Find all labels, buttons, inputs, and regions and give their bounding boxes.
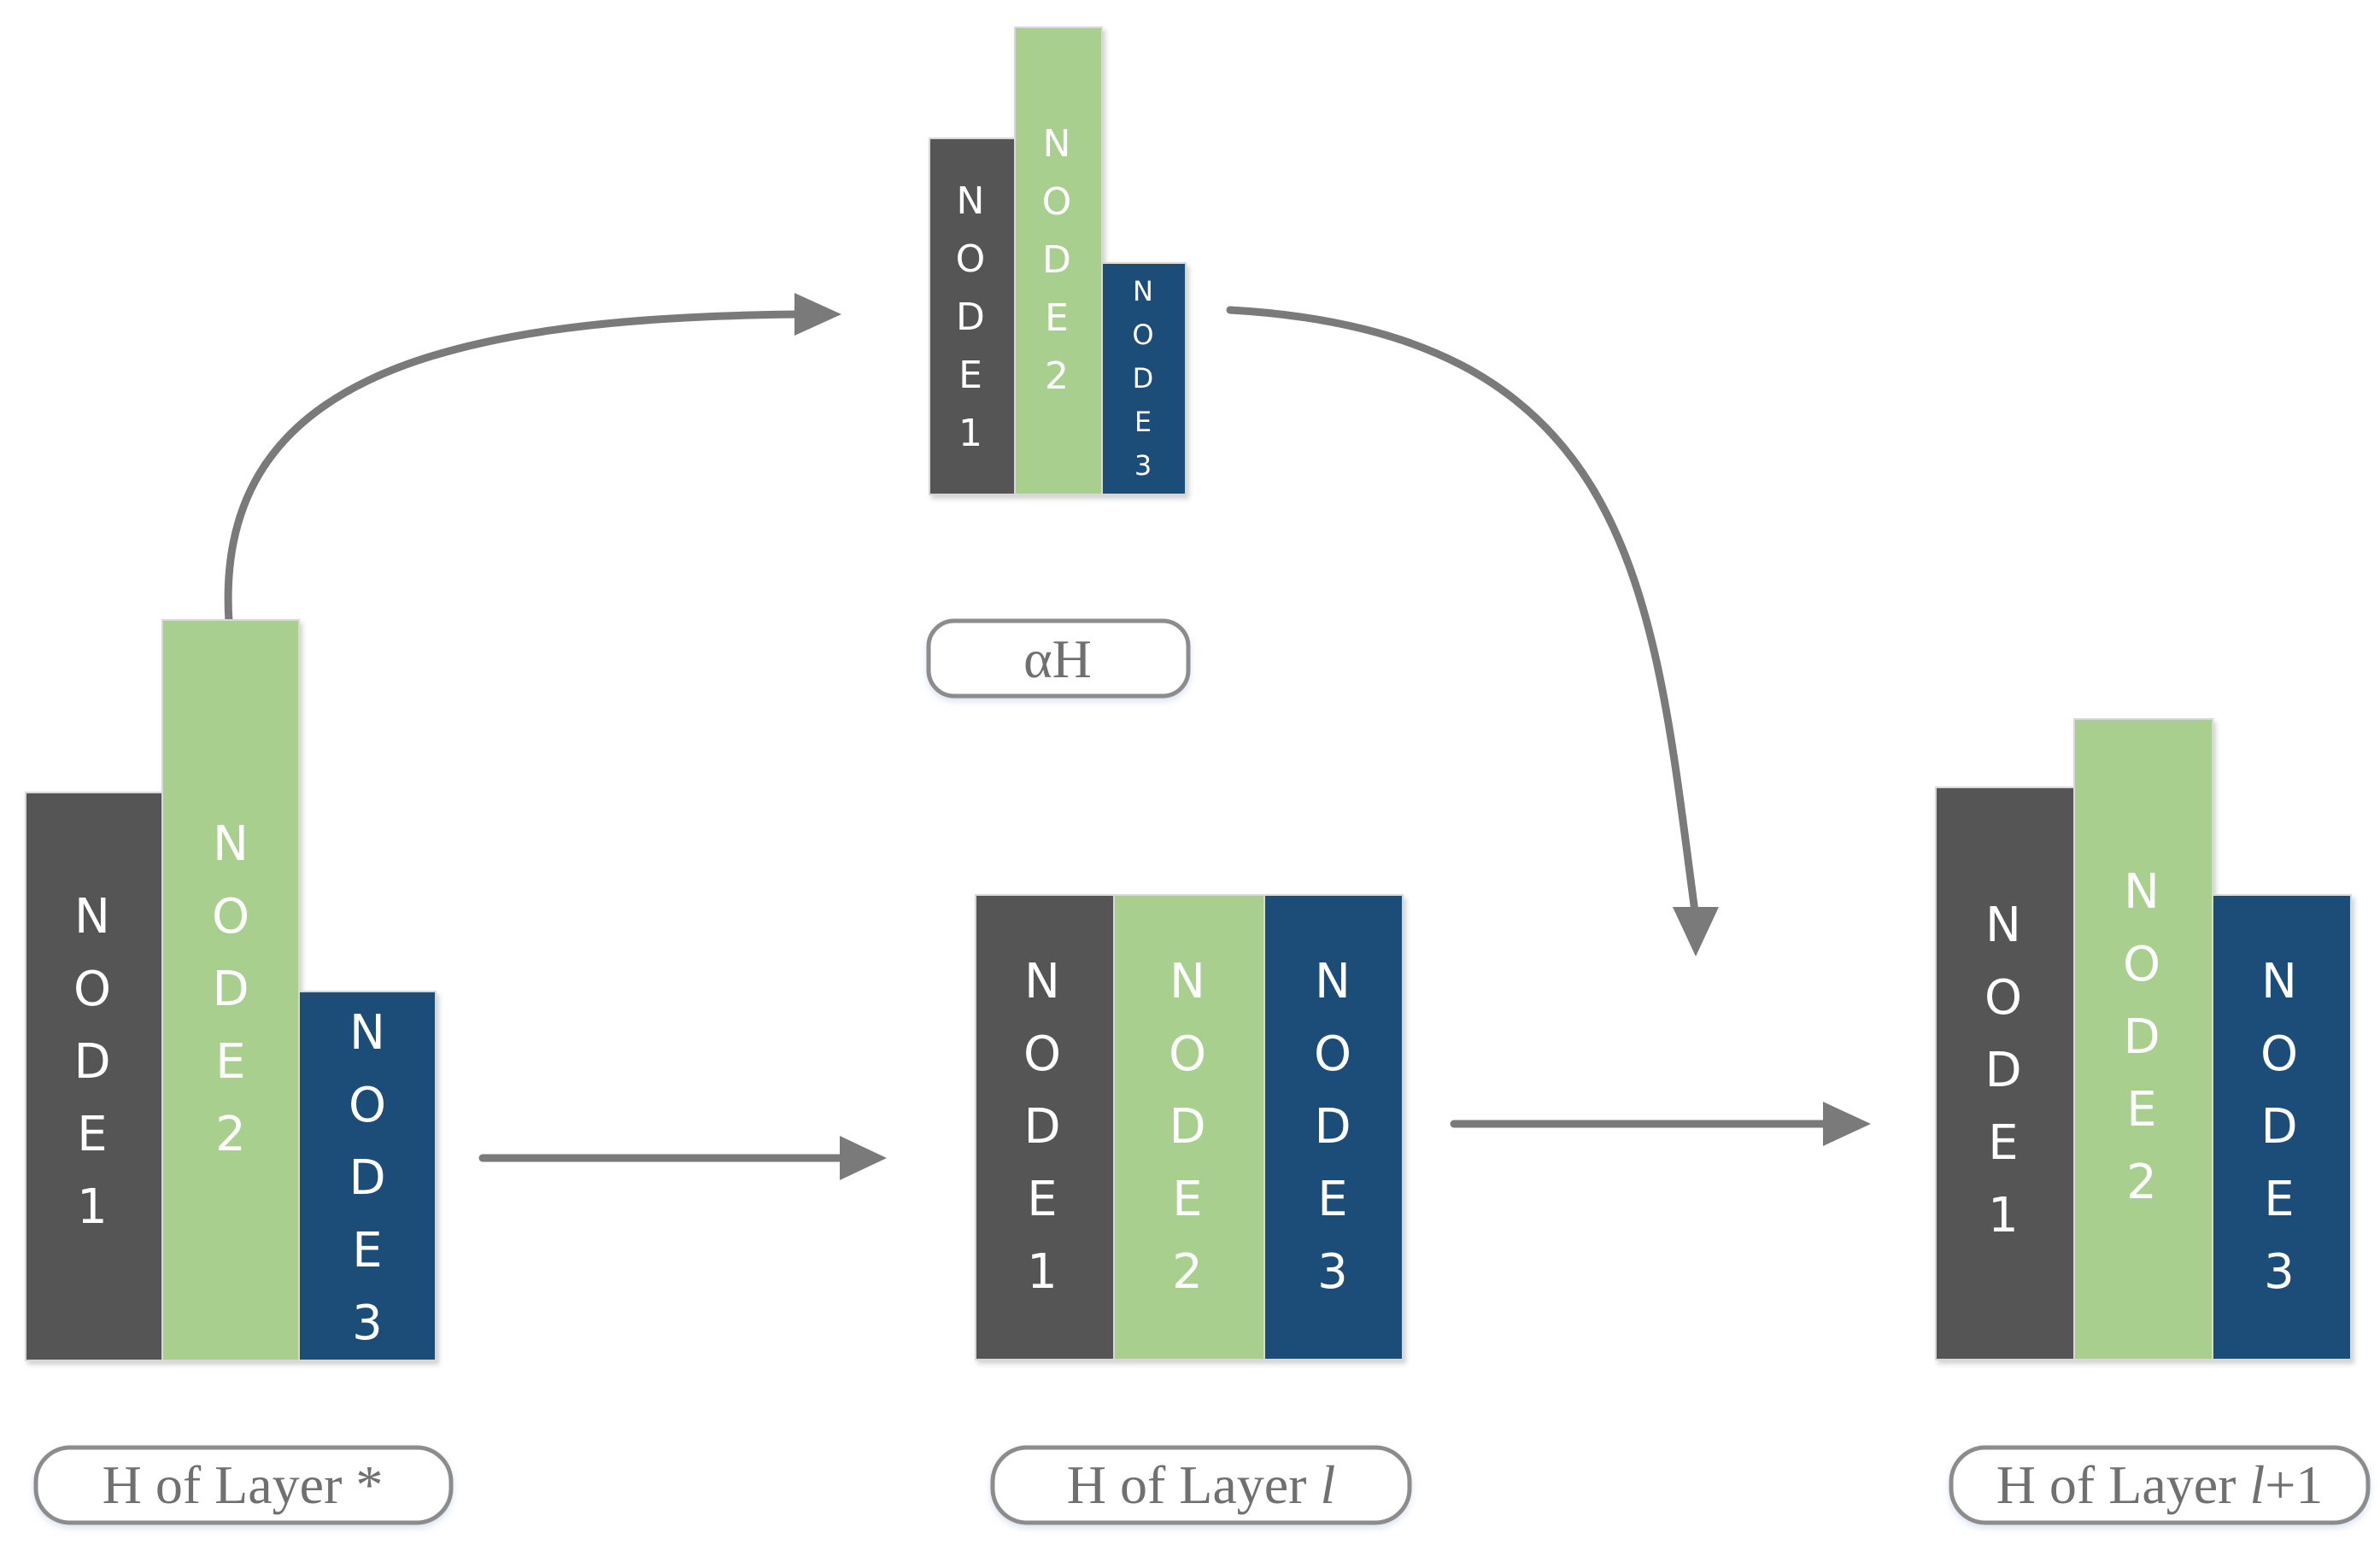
label-alpha-h: αH — [926, 618, 1191, 699]
label-layer-l-plus-1-text: H of Layer l+1 — [1996, 1454, 2324, 1515]
alpha-h-node3-bar — [1101, 262, 1187, 495]
label-layer-star-text: H of Layer * — [103, 1454, 384, 1515]
label-layer-l: H of Layer l — [990, 1445, 1412, 1525]
arrow-head-to-layer-l-plus-1 — [1823, 1102, 1871, 1146]
label-layer-l-box — [990, 1445, 1412, 1525]
arrow-layer-star-to-alpha-h — [224, 310, 803, 626]
layer-l-node1-bar — [975, 894, 1115, 1360]
alpha-h-node2-bar — [1014, 26, 1103, 495]
layer-star-node3-bar — [298, 991, 437, 1361]
stack-layer-l-plus-1 — [1935, 718, 2352, 1360]
layer-l-plus-1-node2-bar — [2073, 718, 2213, 1360]
label-alpha-h-box — [926, 618, 1191, 699]
stack-layer-l — [975, 894, 1404, 1360]
stack-alpha-h — [929, 26, 1187, 495]
label-layer-star-box — [33, 1445, 454, 1525]
label-layer-l-plus-1: H of Layer l+1 — [1949, 1445, 2371, 1525]
arrow-head-down — [1673, 907, 1719, 956]
label-layer-star: H of Layer * — [33, 1445, 454, 1525]
arrow-head-to-layer-l — [840, 1136, 887, 1180]
layer-l-plus-1-node3-bar — [2212, 894, 2352, 1360]
layer-l-node3-bar — [1263, 894, 1404, 1360]
label-layer-l-plus-1-box — [1949, 1445, 2371, 1525]
layer-star-node1-bar — [25, 792, 163, 1361]
arrow-head-to-alpha-h — [794, 293, 841, 336]
label-alpha-h-text: αH — [1023, 629, 1092, 689]
arrow-alpha-h-to-layer-l-plus-1 — [1226, 306, 1700, 922]
layer-l-node2-bar — [1113, 894, 1265, 1360]
stack-layer-star — [25, 619, 437, 1361]
label-layer-l-text: H of Layer l — [1067, 1454, 1336, 1515]
layer-star-node2-bar — [161, 619, 300, 1361]
arrows — [224, 293, 1871, 1180]
